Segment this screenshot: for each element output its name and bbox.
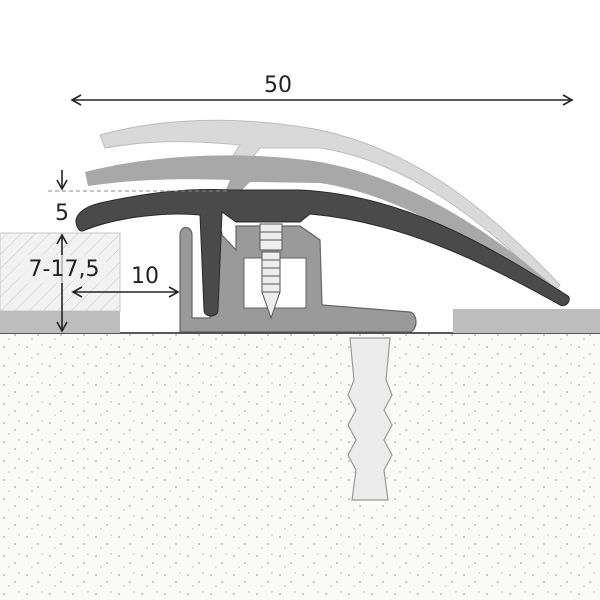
dimension-label-width: 50	[264, 73, 292, 98]
dimension-label-offset: 5	[55, 201, 69, 226]
profile-ghost-mid	[85, 155, 560, 300]
transition-profile	[75, 189, 570, 317]
left-underlay-strip	[0, 311, 120, 333]
screw-icon	[259, 223, 283, 320]
dimension-label-floor-height: 7-17,5	[29, 257, 100, 282]
subfloor-screed	[0, 333, 600, 600]
dimension-label-gap: 10	[131, 264, 159, 289]
right-floor-covering	[453, 309, 600, 333]
wall-plug-icon	[347, 337, 393, 501]
